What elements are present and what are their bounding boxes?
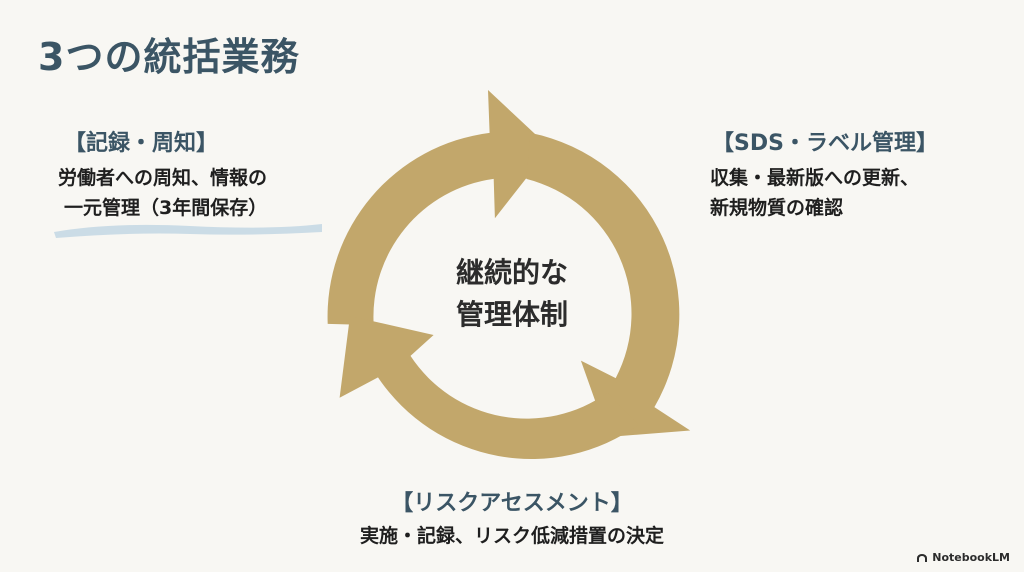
cycle-arrow-bottom [339,316,639,459]
cycle-arrow-right [526,132,691,437]
sds-label-heading: 【SDS・ラベル管理】 [712,131,938,156]
record-notify-line-2: 一元管理（3年間保存） [64,197,268,219]
record-notify-line-1: 労働者への周知、情報の [58,167,268,189]
risk-assessment-heading: 【リスクアセスメント】 [391,491,633,516]
risk-assessment-box: 【リスクアセスメント】 実施・記録、リスク低減措置の決定 [312,489,712,551]
record-notify-text: 労働者への周知、情報の 一元管理（3年間保存） [58,163,358,223]
sds-label-box: 【SDS・ラベル管理】 収集・最新版への更新、 新規物質の確認 [710,129,1012,223]
risk-assessment-line-1: 実施・記録、リスク低減措置の決定 [359,525,664,547]
risk-assessment-text: 実施・記録、リスク低減措置の決定 [312,521,712,551]
center-line-2: 管理体制 [455,298,568,331]
sds-label-text: 収集・最新版への更新、 新規物質の確認 [710,163,1012,223]
cycle-center-label: 継続的な 管理体制 [412,252,612,336]
cycle-arrows [327,90,691,459]
highlight-stroke [54,224,322,238]
record-notify-box: 【記録・周知】 労働者への周知、情報の 一元管理（3年間保存） [58,129,358,223]
notebooklm-watermark: NotebookLM [916,551,1010,564]
cycle-arrow-top [327,90,550,326]
notebooklm-logo-icon [917,553,928,562]
sds-label-line-2: 新規物質の確認 [710,197,844,219]
sds-label-line-1: 収集・最新版への更新、 [710,167,920,189]
slide-title: 3つの統括業務 [38,35,300,79]
center-line-1: 継続的な [455,256,568,289]
record-notify-heading: 【記録・周知】 [64,131,219,156]
watermark-text: NotebookLM [932,551,1010,564]
